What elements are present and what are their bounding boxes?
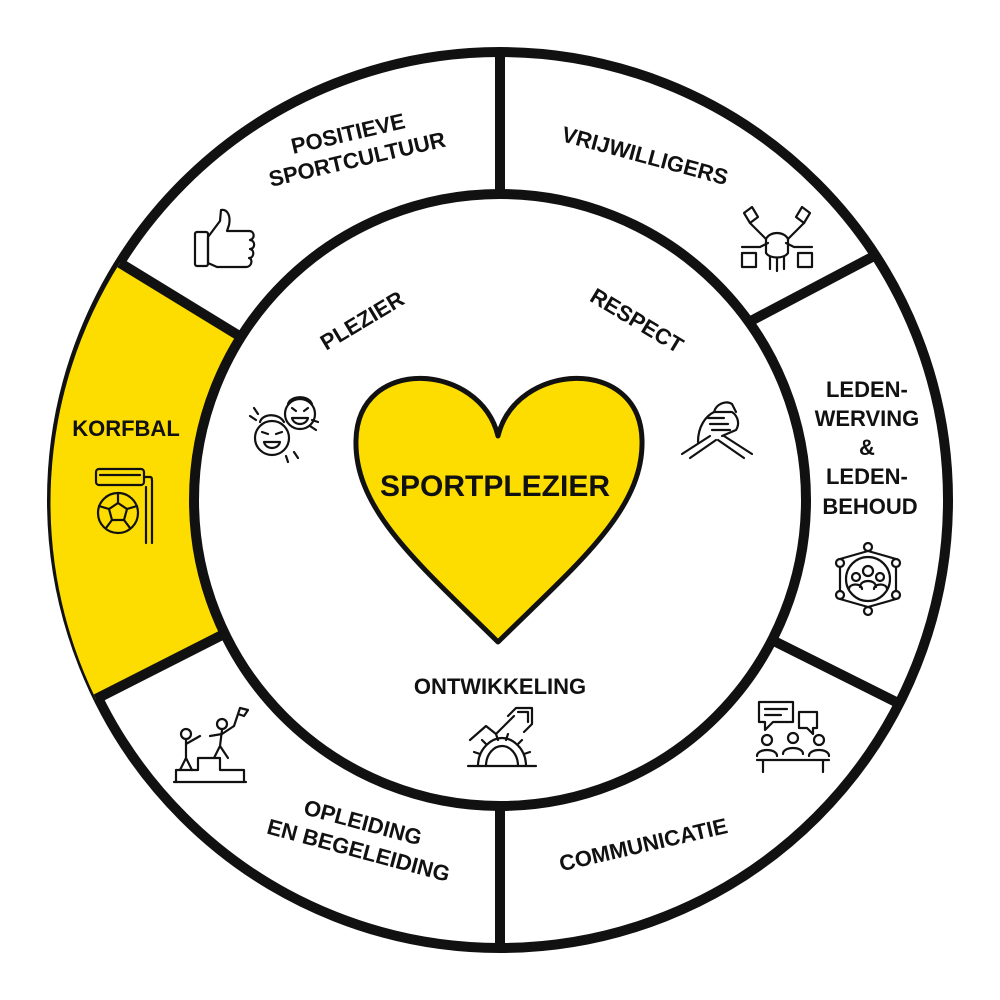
value-ontwikkeling-label: ONTWIKKELING — [414, 674, 586, 699]
segment-dividers — [93, 52, 901, 948]
segment-label-line: BEHOUD — [822, 494, 917, 519]
segment-label-line: WERVING — [815, 406, 920, 431]
korfbal-basket-icon — [94, 467, 154, 545]
segment-label-line: & — [859, 435, 875, 460]
center-heart — [353, 376, 645, 645]
segment-label-line: LEDEN- — [826, 464, 908, 489]
segment-label-line: LEDEN- — [826, 377, 908, 402]
thumbs-up-icon — [193, 208, 256, 269]
meeting-chat-icon — [755, 700, 831, 774]
segment-korfbal-label: KORFBAL — [72, 416, 180, 441]
network-people-icon — [834, 541, 902, 617]
segment-korfbal-fill — [50, 262, 241, 700]
laughing-faces-icon — [248, 396, 320, 464]
team-hands-icon — [740, 205, 814, 273]
climbing-steps-icon — [172, 706, 250, 784]
growth-gear-icon — [466, 706, 538, 768]
segment-ledenwerving-label: LEDEN- WERVING & LEDEN- BEHOUD — [815, 377, 926, 519]
center-label: SPORTPLEZIER — [380, 470, 610, 503]
handshake-icon — [680, 401, 754, 460]
